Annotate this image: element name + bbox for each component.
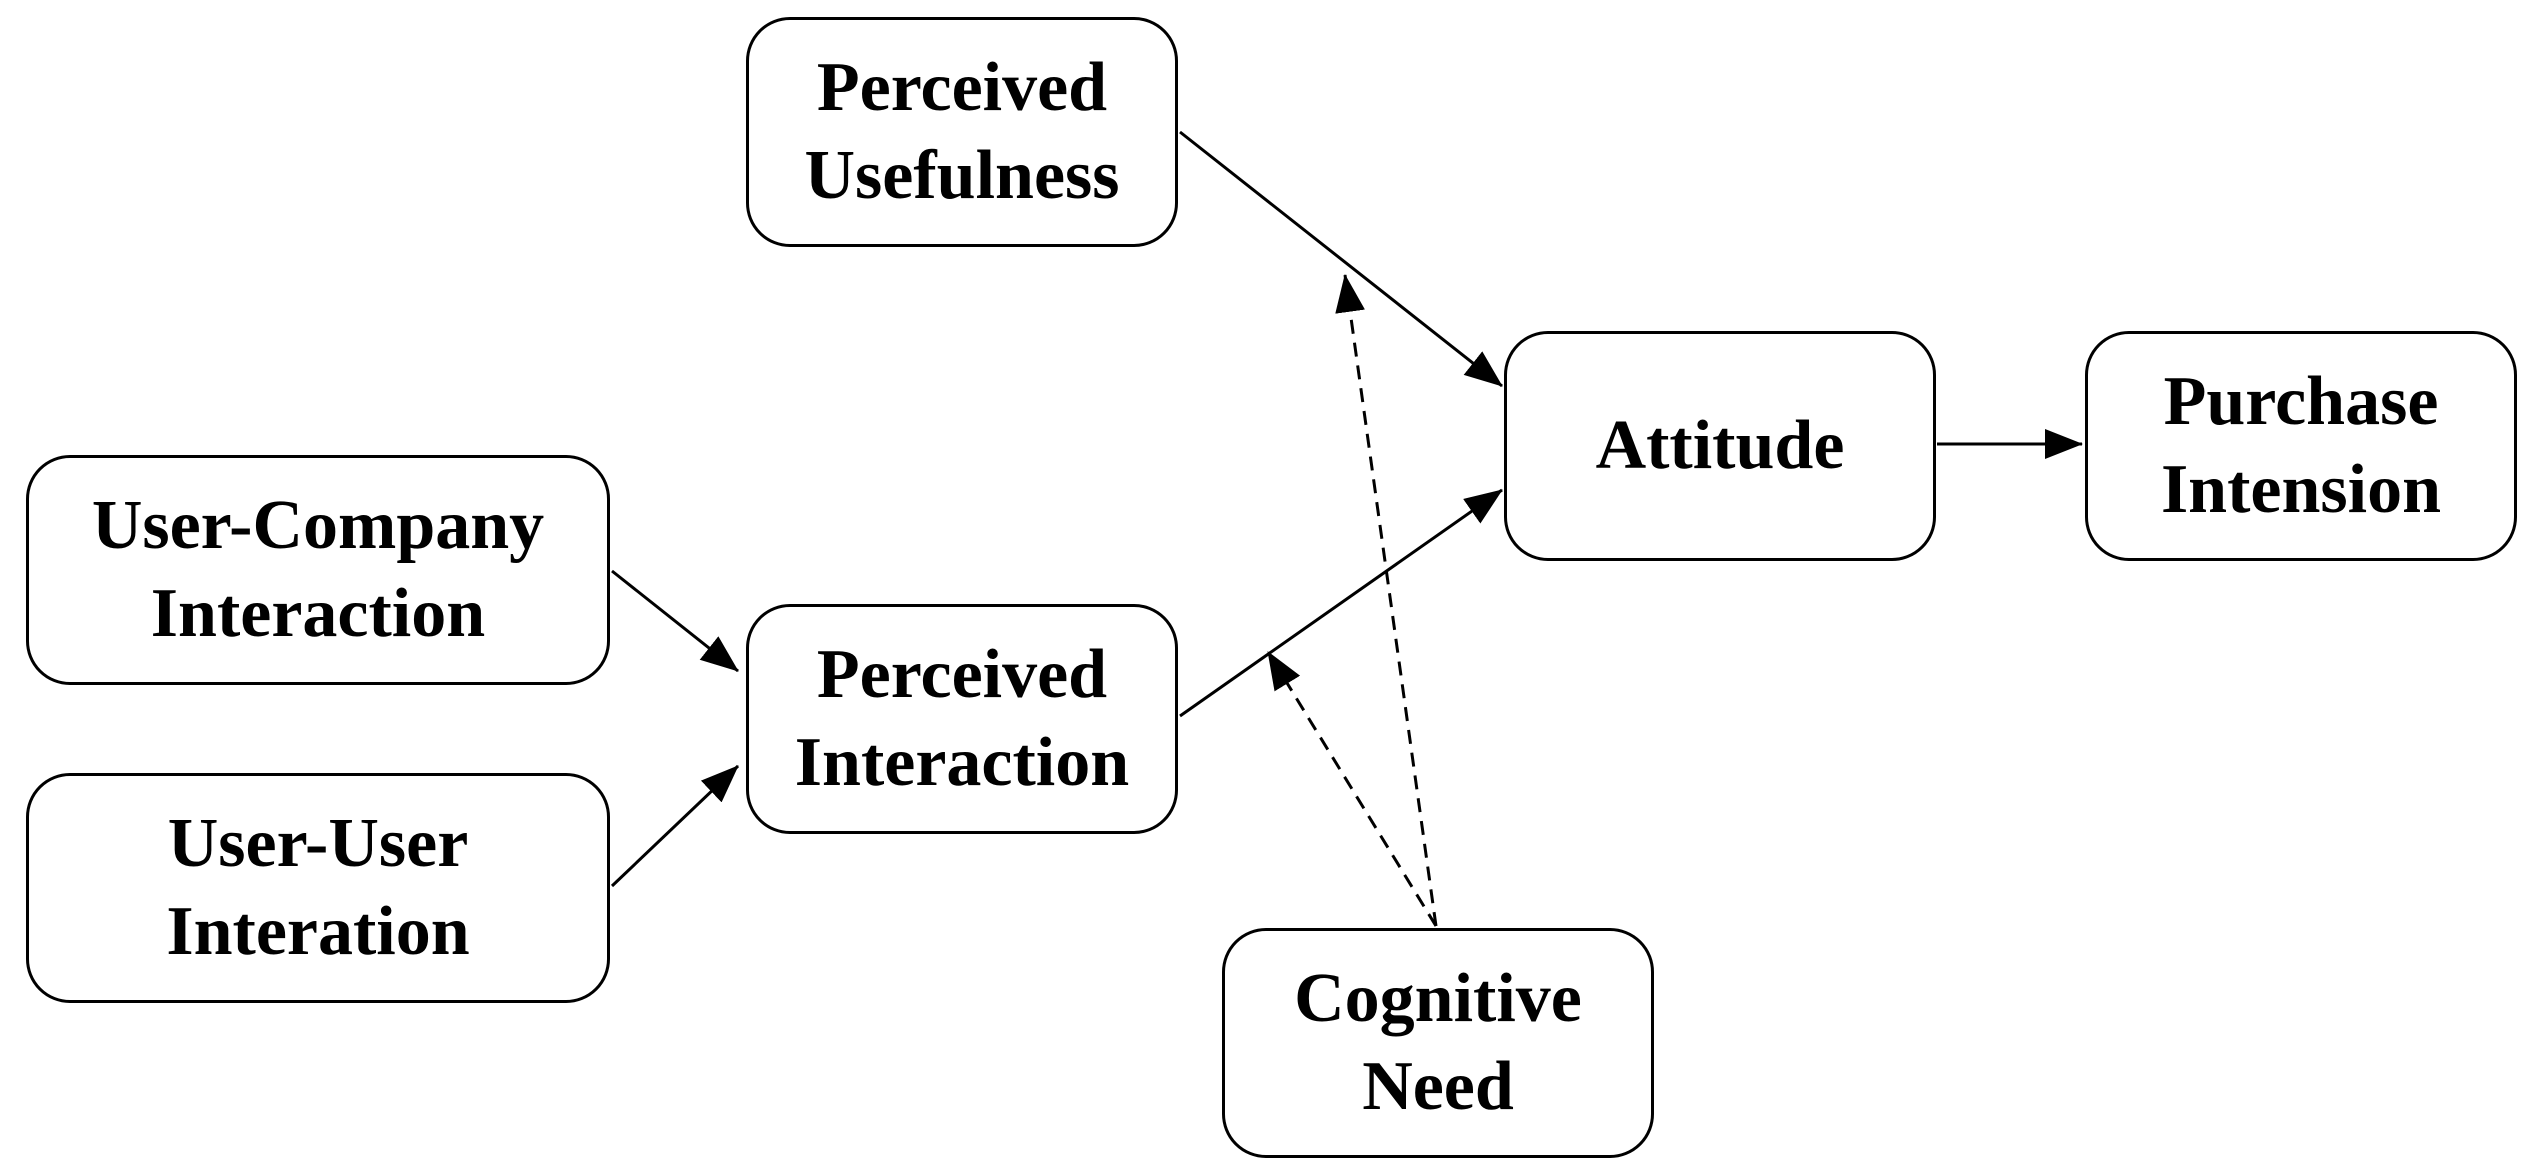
- node-perceived-usefulness-line1: Perceived: [816, 49, 1108, 126]
- node-perceived-interaction-line2: Interaction: [794, 724, 1130, 801]
- node-perceived-interaction: Perceived Interaction: [746, 604, 1178, 834]
- node-cognitive-need-line2: Need: [1362, 1048, 1514, 1125]
- node-attitude: Attitude: [1504, 331, 1936, 561]
- edge-cognitive-need-to-usefulness-path: [1335, 274, 1438, 927]
- node-user-company-interaction: User-Company Interaction: [26, 455, 610, 685]
- node-perceived-interaction-line1: Perceived: [816, 636, 1108, 713]
- node-user-company-interaction-line2: Interaction: [150, 575, 486, 652]
- edge-cognitive-need-to-interaction-path: [1266, 651, 1438, 927]
- node-user-user-interation: User-User Interation: [26, 773, 610, 1003]
- edge-user-company-to-perceived-interaction: [611, 569, 739, 673]
- node-user-user-interation-line1: User-User: [167, 805, 469, 882]
- node-user-user-interation-line2: Interation: [166, 893, 470, 970]
- node-attitude-label: Attitude: [1595, 407, 1845, 484]
- edge-user-user-to-perceived-interaction: [610, 764, 740, 888]
- node-perceived-usefulness-line2: Usefulness: [804, 137, 1120, 214]
- node-purchase-intension-line1: Purchase: [2163, 363, 2439, 440]
- node-perceived-usefulness: Perceived Usefulness: [746, 17, 1178, 247]
- node-purchase-intension-line2: Intension: [2160, 451, 2442, 528]
- edge-perceived-usefulness-to-attitude: [1179, 130, 1503, 388]
- node-cognitive-need-line1: Cognitive: [1294, 960, 1582, 1037]
- node-purchase-intension: Purchase Intension: [2085, 331, 2517, 561]
- node-cognitive-need: Cognitive Need: [1222, 928, 1654, 1158]
- node-user-company-interaction-line1: User-Company: [91, 487, 545, 564]
- edge-perceived-interaction-to-attitude: [1179, 488, 1503, 718]
